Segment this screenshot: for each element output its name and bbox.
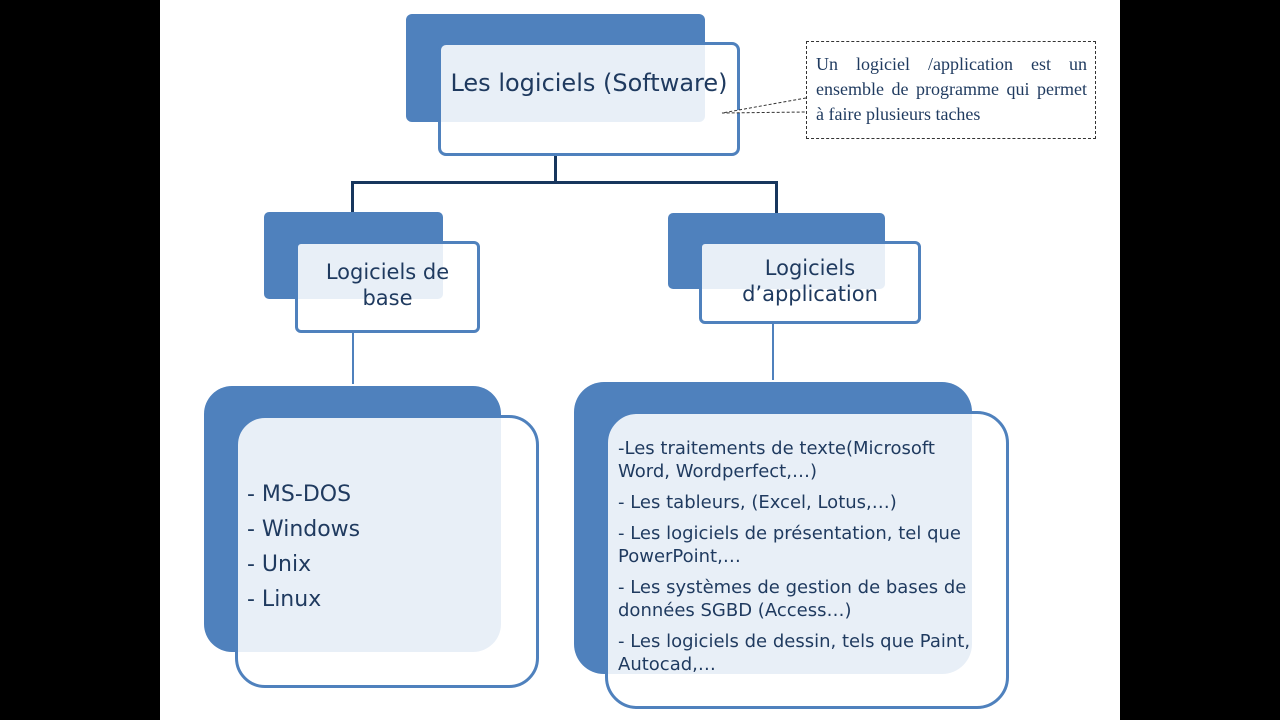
base-node xyxy=(295,241,480,333)
connector-left-child xyxy=(352,332,355,384)
connector-right-child xyxy=(772,323,775,380)
application-list-item: -Les traitements de texte(Microsoft Word… xyxy=(618,438,935,482)
application-node xyxy=(699,241,921,324)
connector-right-down xyxy=(775,181,778,214)
base-list: - MS-DOS - Windows - Unix - Linux xyxy=(247,482,527,622)
application-list-item: - Les tableurs, (Excel, Lotus,…) xyxy=(618,492,897,513)
root-title: Les logiciels (Software) xyxy=(450,69,728,97)
base-list-item: - Linux xyxy=(247,587,322,612)
application-list-item: - Les systèmes de gestion de bases de do… xyxy=(618,577,967,621)
definition-callout: Un logiciel /application est un ensemble… xyxy=(806,41,1096,139)
base-list-item: - Windows xyxy=(247,517,361,542)
base-list-item: - MS-DOS xyxy=(247,482,352,507)
connector-left-down xyxy=(351,181,354,213)
base-list-item: - Unix xyxy=(247,552,312,577)
application-list-item: - Les logiciels de dessin, tels que Pain… xyxy=(618,631,971,675)
base-list-box xyxy=(235,415,539,688)
application-list: -Les traitements de texte(Microsoft Word… xyxy=(618,437,978,684)
application-list-item: - Les logiciels de présentation, tel que… xyxy=(618,523,961,567)
application-node-title: Logiciels d’application xyxy=(742,256,878,306)
callout-pointer xyxy=(721,97,807,114)
root-node xyxy=(438,42,740,156)
connector-horizontal xyxy=(351,181,778,184)
base-node-title: Logiciels de base xyxy=(325,260,450,310)
slide: Les logiciels (Software) Un logiciel /ap… xyxy=(160,0,1120,720)
connector-root-down xyxy=(554,155,557,184)
application-list-box xyxy=(605,411,1009,709)
